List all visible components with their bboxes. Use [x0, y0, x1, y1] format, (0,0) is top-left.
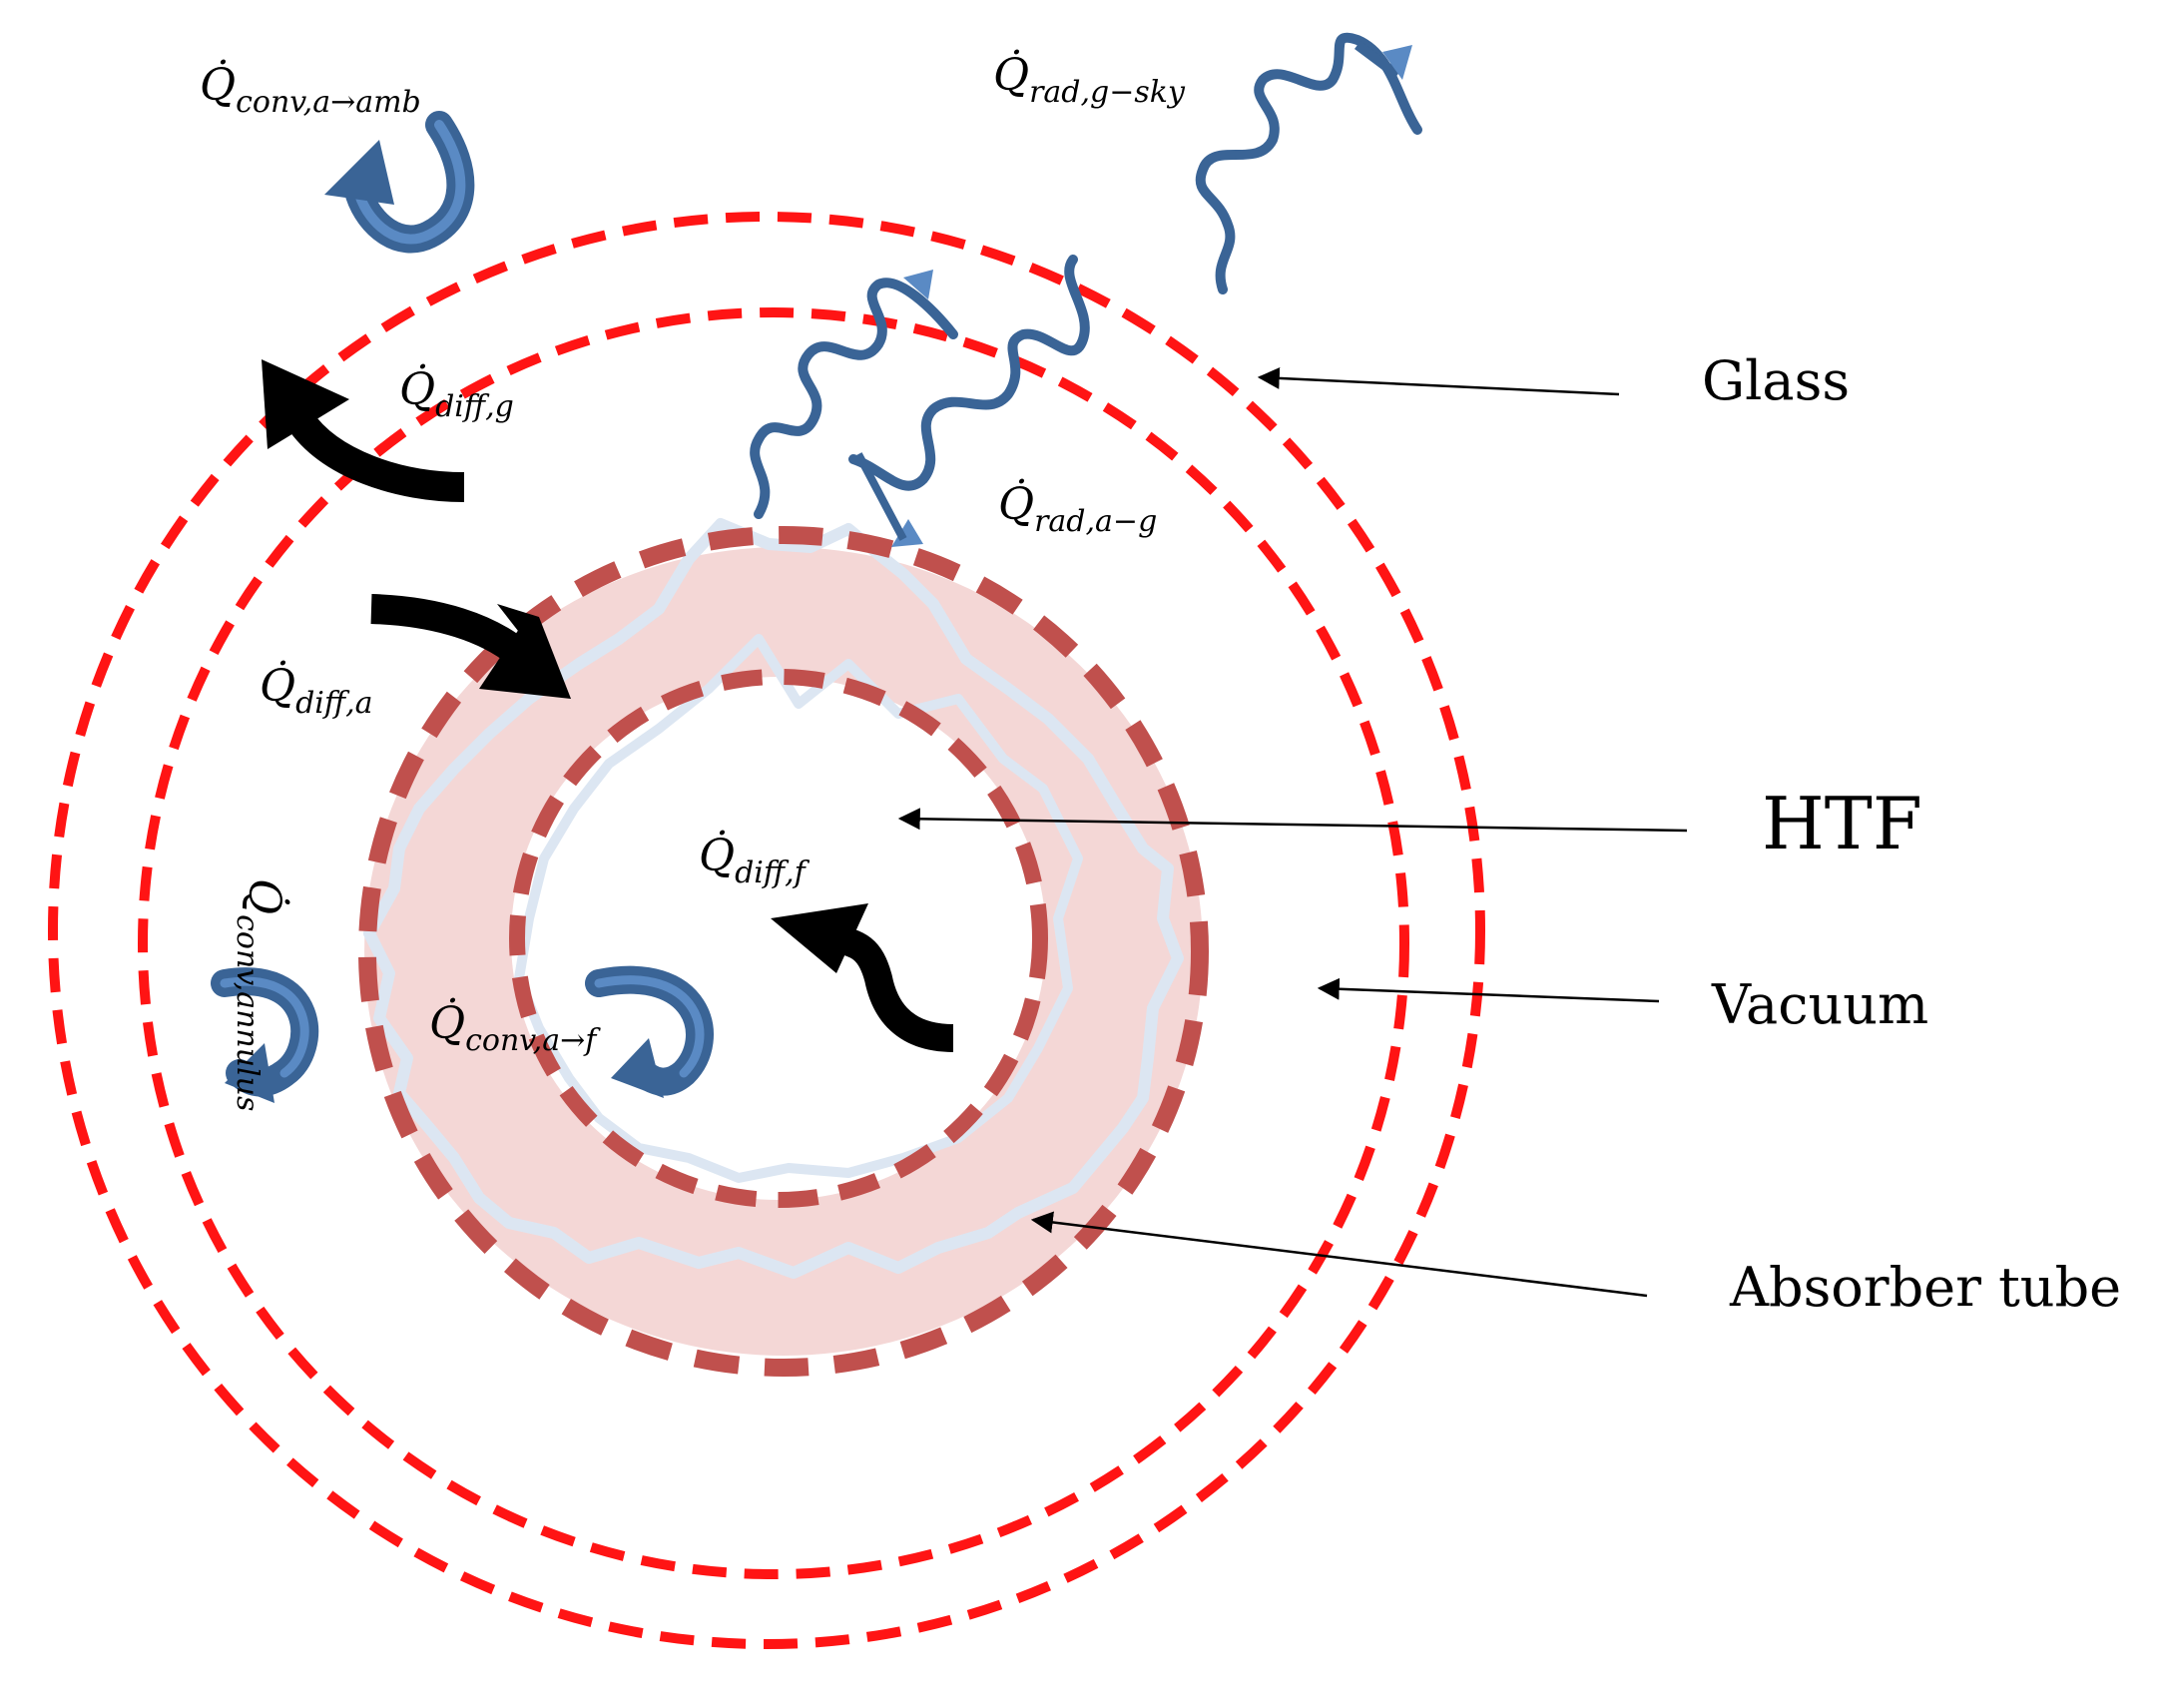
glass-pointer-line: [1257, 366, 1620, 396]
q-conv-annulus-label: Q̇conv,annulus: [230, 878, 291, 1111]
glass-inner-circle: [138, 307, 1409, 1579]
radiation-absorber-glass-icon: [750, 255, 1090, 547]
radiation-glass-sky-icon: [1195, 32, 1422, 294]
q-conv-ambient-label: Q̇conv,a→amb: [200, 58, 421, 120]
q-diff-absorber-label: Q̇diff,a: [260, 659, 373, 721]
absorber-inner-irregular: [514, 634, 1083, 1183]
vacuum-label: Vacuum: [1711, 973, 1928, 1036]
glass-label: Glass: [1702, 349, 1850, 412]
diffusion-glass-icon: [262, 359, 465, 502]
htf-pointer-line: [897, 808, 1688, 833]
diffusion-fluid-icon: [771, 903, 954, 1052]
convection-annulus-icon: [211, 967, 318, 1103]
absorber-label: Absorber tube: [1729, 1256, 2121, 1319]
htf-label: HTF: [1762, 782, 1922, 865]
convection-absorber-fluid-icon: [585, 965, 714, 1098]
q-conv-absorber-fluid-label: Q̇conv,a→f: [429, 996, 601, 1058]
absorber-pointer-line: [1030, 1211, 1648, 1298]
diffusion-absorber-icon: [370, 594, 571, 699]
q-rad-absorber-glass-label: Q̇rad,a−g: [998, 477, 1157, 539]
q-rad-sky-label: Q̇rad,g−sky: [993, 48, 1186, 110]
absorber-irregular-outline: [363, 518, 1184, 1279]
absorber-outer-circle: [358, 526, 1209, 1377]
convection-ambient-icon: [324, 111, 475, 254]
absorber-inner-circle: [509, 669, 1048, 1208]
q-diff-fluid-label: Q̇diff,f: [699, 829, 811, 890]
q-diff-glass-label: Q̇diff,g: [399, 362, 514, 424]
absorber-ring: [358, 518, 1209, 1377]
vacuum-pointer-line: [1317, 977, 1660, 1003]
glass-outer-circle: [48, 212, 1485, 1649]
